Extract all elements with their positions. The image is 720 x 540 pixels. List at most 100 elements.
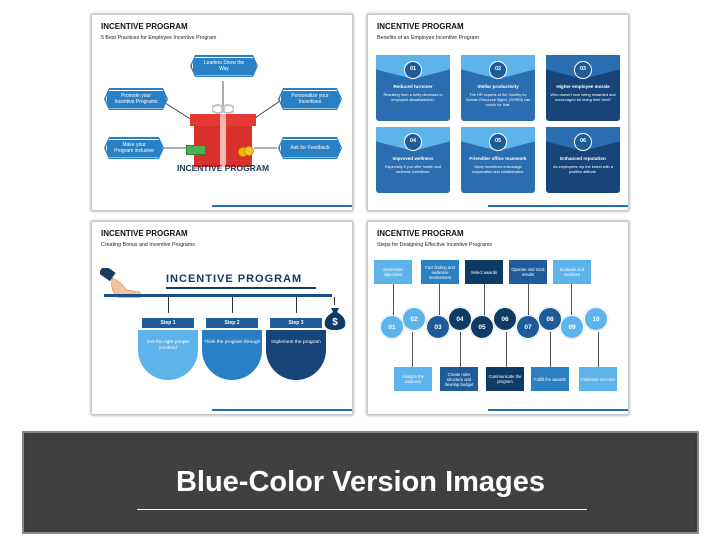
step-circle: 06 — [493, 307, 517, 331]
slide-subtitle: Creating Bonus and Incentive Programs — [101, 242, 195, 248]
step-circle: 02 — [402, 307, 426, 331]
practice-label: Promote your Incentive Programs — [114, 93, 158, 105]
center-label: INCENTIVE PROGRAM — [176, 163, 270, 173]
coins-icon — [238, 146, 254, 157]
money-icon — [186, 145, 206, 155]
connector — [550, 332, 551, 368]
card-body: As employees rep the brand with a positi… — [553, 164, 613, 174]
step-box-bottom: Communicate the program — [486, 367, 524, 391]
card-number: 01 — [404, 61, 422, 79]
slide-subtitle: Benefits of an Employee Incentive Progra… — [377, 35, 479, 41]
connector — [506, 332, 507, 368]
money-bag-icon: $ — [324, 308, 346, 330]
step-box-bottom: Celebrate success — [579, 367, 617, 391]
step-text: Get the right people involved — [138, 330, 198, 380]
slide-title: INCENTIVE PROGRAM — [377, 229, 464, 238]
step-bowl: Step 3 Implement the program — [266, 318, 326, 384]
slide-footer-bar — [488, 409, 628, 411]
card-body: Especially if you offer health and welln… — [385, 164, 441, 174]
hanger-line — [232, 297, 233, 313]
banner-underline — [137, 509, 587, 510]
benefit-card: 05 Friendlier office teamwork Many incen… — [461, 127, 535, 193]
card-number: 06 — [574, 133, 592, 151]
heading-underline — [166, 287, 316, 289]
benefit-card: 02 Stellar productivity The HR experts a… — [461, 55, 535, 121]
slide-footer-bar — [212, 409, 352, 411]
card-number: 04 — [404, 133, 422, 151]
card-title: Enhanced reputation — [560, 156, 606, 161]
diagram-heading: INCENTIVE PROGRAM — [166, 273, 303, 285]
banner-title: Blue-Color Version Images — [175, 466, 546, 498]
step-label: Step 2 — [206, 318, 258, 328]
step-circle: 10 — [584, 307, 608, 331]
gift-bow-icon — [212, 104, 234, 114]
slide-title: INCENTIVE PROGRAM — [101, 22, 188, 31]
step-label: Step 3 — [270, 318, 322, 328]
step-circle: 05 — [470, 315, 494, 339]
benefit-card: 03 Higher employee morale Who doesn't lo… — [546, 55, 620, 121]
slide-subtitle: Steps for Designing Effective Incentive … — [377, 242, 493, 248]
step-box-top: Fact finding and audience involvement — [421, 260, 459, 284]
slide-thumbnail-4[interactable]: INCENTIVE PROGRAM Steps for Designing Ef… — [367, 221, 629, 415]
hanger-line — [296, 297, 297, 313]
step-label: Step 1 — [142, 318, 194, 328]
practice-label: Make your Program inclusive — [114, 142, 154, 154]
connector — [571, 284, 572, 320]
connector — [484, 284, 485, 320]
connector — [598, 332, 599, 368]
step-box-bottom: Fulfill the awards — [531, 367, 569, 391]
card-number: 03 — [574, 61, 592, 79]
step-circle: 09 — [560, 315, 584, 339]
slide-thumbnail-3[interactable]: INCENTIVE PROGRAM Creating Bonus and Inc… — [91, 221, 353, 415]
slide-title: INCENTIVE PROGRAM — [101, 229, 188, 238]
connector — [393, 284, 394, 320]
caption-banner: Blue-Color Version Images — [22, 431, 699, 534]
step-box-top: Determine objectives — [374, 260, 412, 284]
card-body: Resulting from a hefty decrease in emplo… — [383, 92, 443, 102]
card-title: Improved wellness — [392, 156, 434, 161]
step-box-top: Evaluate and measure — [553, 260, 591, 284]
practice-box-inclusive: Make your Program inclusive — [104, 137, 164, 159]
slide-thumbnail-1[interactable]: INCENTIVE PROGRAM 5 Best Practices for E… — [91, 14, 353, 211]
step-circle: 07 — [516, 315, 540, 339]
card-body: The HR experts at the Society for Human … — [465, 92, 531, 107]
practice-box-leaders: Leaders Show the Way — [190, 55, 258, 77]
practice-label: Leaders Show the Way — [203, 60, 245, 72]
card-title: Higher employee morale — [556, 84, 610, 89]
card-title: Friendlier office teamwork — [469, 156, 527, 161]
gift-ribbon — [220, 114, 226, 167]
card-number: 02 — [489, 61, 507, 79]
card-number: 05 — [489, 133, 507, 151]
slide-title: INCENTIVE PROGRAM — [377, 22, 464, 31]
step-circle: 08 — [538, 307, 562, 331]
card-body: Who doesn't love being rewarded and enco… — [550, 92, 616, 102]
connector — [439, 284, 440, 320]
connector — [412, 332, 413, 368]
card-title: Stellar productivity — [477, 84, 519, 89]
step-box-bottom: Analyze the audience — [394, 367, 432, 391]
benefit-card: 06 Enhanced reputation As employees rep … — [546, 127, 620, 193]
fishing-rod — [104, 294, 332, 297]
hanger-line — [168, 297, 169, 313]
practice-box-feedback: Ask for Feedback — [278, 137, 342, 159]
practice-box-promote: Promote your Incentive Programs — [104, 88, 168, 110]
card-body: Many incentives encourage cooperation an… — [471, 164, 525, 174]
step-circle: 03 — [426, 315, 450, 339]
benefit-card: 01 Reduced turnover Resulting from a hef… — [376, 55, 450, 121]
step-bowl: Step 2 Think the program through — [202, 318, 262, 384]
step-bowl: Step 1 Get the right people involved — [138, 318, 198, 384]
practice-label: Personalize your Incentives — [291, 93, 329, 105]
slide-thumbnail-2[interactable]: INCENTIVE PROGRAM Benefits of an Employe… — [367, 14, 629, 211]
slide-footer-bar — [488, 205, 628, 207]
practice-label: Ask for Feedback — [290, 145, 330, 151]
step-box-top: Operate and track results — [509, 260, 547, 284]
svg-text:$: $ — [332, 317, 338, 328]
step-circle: 04 — [448, 307, 472, 331]
slide-subtitle: 5 Best Practices for Employee Incentive … — [101, 35, 217, 41]
step-text: Think the program through — [202, 330, 262, 380]
practice-box-personalize: Personalize your Incentives — [278, 88, 342, 110]
step-circle: 01 — [380, 315, 404, 339]
benefit-card: 04 Improved wellness Especially if you o… — [376, 127, 450, 193]
connector — [528, 284, 529, 320]
